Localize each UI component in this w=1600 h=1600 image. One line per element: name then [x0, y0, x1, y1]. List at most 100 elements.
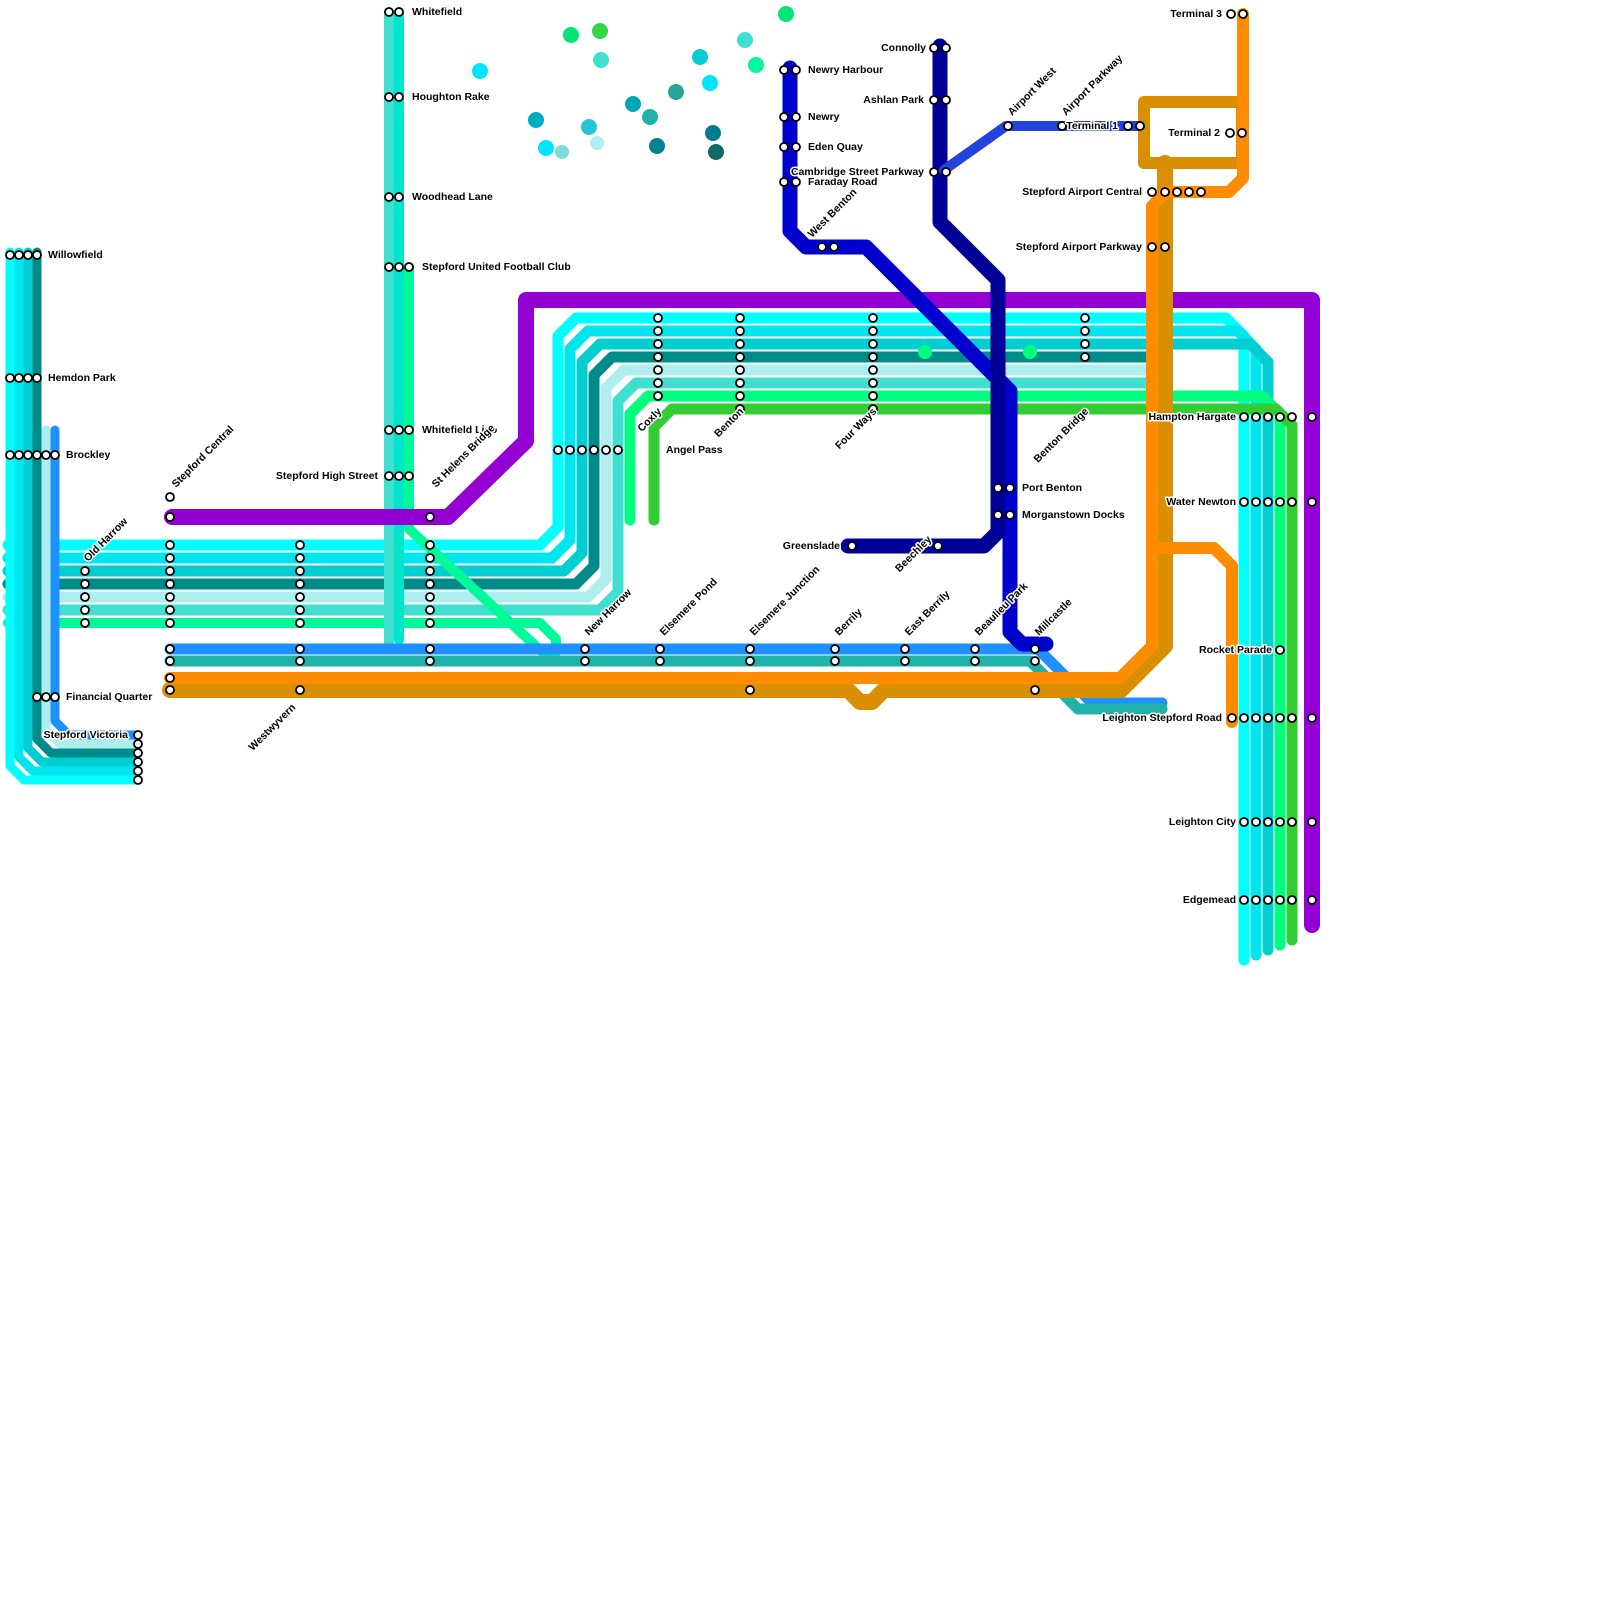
station-dot [5, 450, 15, 460]
station-dot [23, 373, 33, 383]
station-dot [745, 656, 755, 666]
station-dot [941, 95, 951, 105]
station-label: Edgemead [1183, 894, 1236, 906]
station-label: Stepford Airport Parkway [1016, 241, 1142, 253]
station-dot [80, 605, 90, 615]
station-dot [735, 404, 745, 414]
station-dot [165, 512, 175, 522]
station-dot [165, 540, 175, 550]
line-springgreen-main [624, 390, 1286, 951]
station-brockley: Brockley [5, 448, 112, 463]
station-whitefield-lido: Whitefield Lido [384, 423, 499, 438]
decor-dot [737, 32, 753, 48]
station-dot [295, 618, 305, 628]
line-orange-leighton [1146, 542, 1238, 728]
station-dot [384, 471, 394, 481]
station-dot [394, 262, 404, 272]
station-dot [165, 553, 175, 563]
station-dot [425, 566, 435, 576]
station-dot [425, 592, 435, 602]
station-dot [993, 510, 1003, 520]
station-dot [1239, 412, 1249, 422]
station-dot [779, 65, 789, 75]
station-label: Stepford Central [170, 423, 237, 490]
station-dot [14, 373, 24, 383]
station-label: Berrily [833, 606, 865, 638]
decor-dot [778, 6, 794, 22]
line-navy-connolly [840, 38, 1006, 554]
station-dot [50, 450, 60, 460]
station-dot [1226, 9, 1236, 19]
station-dot [868, 326, 878, 336]
station-dot [1030, 656, 1040, 666]
station-dot [829, 242, 839, 252]
station-dot [1275, 817, 1285, 827]
station-dot [655, 644, 665, 654]
station-dot [1160, 242, 1170, 252]
line-left-darkturquoise [23, 247, 143, 767]
line-purple-loop [164, 292, 1320, 933]
station-dot [425, 579, 435, 589]
station-dot [41, 450, 51, 460]
station-dot [1184, 187, 1194, 197]
station-dot [295, 644, 305, 654]
station-dot [295, 685, 305, 695]
decor-dot [705, 125, 721, 141]
station-dot [653, 352, 663, 362]
station-dot [577, 445, 587, 455]
station-dot [1080, 352, 1090, 362]
line-left-teal [32, 247, 143, 758]
station-dot [941, 43, 951, 53]
station-dot [1251, 713, 1261, 723]
station-faraday-road: Faraday Road [779, 175, 879, 190]
station-dot [1263, 817, 1273, 827]
station-label: Stepford Victoria [44, 729, 129, 741]
station-dot [830, 644, 840, 654]
station-dot [1005, 483, 1015, 493]
station-newry: Newry [779, 110, 841, 125]
station-label: Leighton City [1169, 816, 1236, 828]
decor-dot [555, 145, 569, 159]
station-dot [384, 192, 394, 202]
station-angel-pass: Angel Pass [553, 443, 724, 458]
station-dot [830, 656, 840, 666]
station-dot [1287, 895, 1297, 905]
station-dot [1005, 510, 1015, 520]
station-dot [735, 326, 745, 336]
station-dot [1307, 895, 1317, 905]
station-dot [425, 618, 435, 628]
line-goldenrod-main [162, 155, 1173, 710]
station-airport-west: Airport West [1003, 63, 1060, 131]
station-connolly: Connolly [880, 41, 951, 56]
station-dot [1239, 497, 1249, 507]
decor-dot [592, 23, 608, 39]
station-dot [80, 592, 90, 602]
station-dot [1263, 497, 1273, 507]
line-left-cyan [5, 247, 143, 785]
station-dot [1239, 817, 1249, 827]
station-dot [735, 313, 745, 323]
station-dot [1225, 128, 1235, 138]
decor-dot [642, 109, 658, 125]
station-dot [1227, 713, 1237, 723]
station-hampton-hargate: Hampton Hargate [1147, 410, 1317, 425]
station-dot [5, 250, 15, 260]
station-dot [565, 445, 575, 455]
station-stepford-high-street: Stepford High Street [274, 469, 414, 484]
line-left-aqua [14, 247, 143, 776]
station-water-newton: Water Newton [1165, 495, 1317, 510]
station-label: Morganstown Docks [1022, 509, 1125, 521]
station-dot [868, 391, 878, 401]
station-dot [929, 43, 939, 53]
line-navy-newry [782, 60, 1054, 652]
station-dot [1287, 497, 1297, 507]
station-dot [133, 775, 143, 785]
station-dot [791, 65, 801, 75]
line-left-paleturquoise [41, 425, 143, 749]
station-label: Willowfield [48, 249, 103, 261]
station-dot [425, 656, 435, 666]
station-dot [404, 471, 414, 481]
station-label: Millcastle [1033, 596, 1075, 638]
decor-dot [593, 52, 609, 68]
